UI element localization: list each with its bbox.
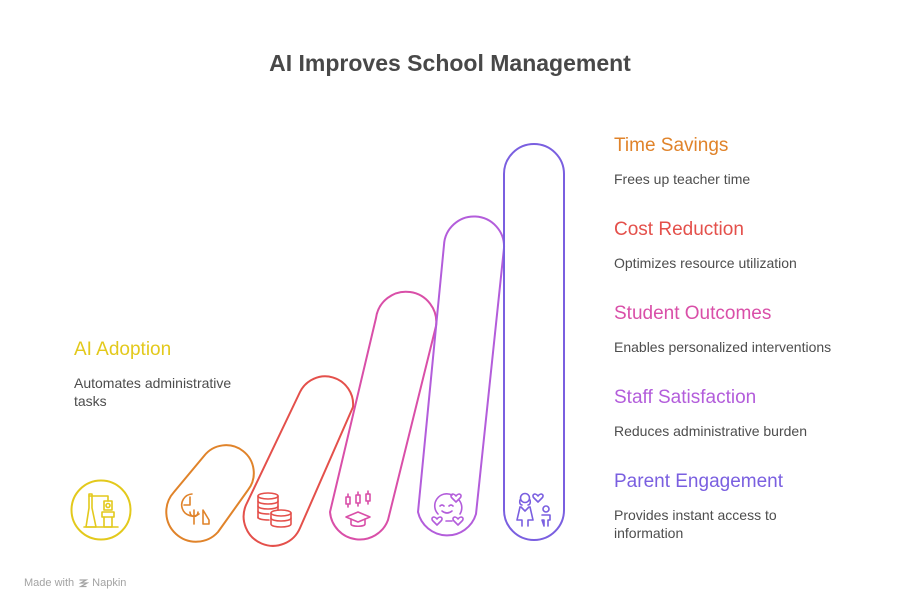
stage-title: AI Adoption <box>74 339 172 360</box>
stage-label-time-savings: Time Savings Frees up teacher time <box>614 134 874 188</box>
coin-stack-icon <box>257 492 292 528</box>
stage-label-parent-engagement: Parent Engagement Provides instant acces… <box>614 470 814 542</box>
stage-label-student-outcomes: Student Outcomes Enables personalized in… <box>614 302 874 356</box>
stage-label-staff-satisfaction: Staff Satisfaction Reduces administrativ… <box>614 386 874 440</box>
stage-label-cost-reduction: Cost Reduction Optimizes resource utiliz… <box>614 218 874 272</box>
stage-title: Student Outcomes <box>614 303 772 324</box>
stage-shape-ai-adoption <box>70 479 132 541</box>
stage-description: Provides instant access to information <box>614 507 777 541</box>
smiley-hearts-icon <box>431 492 464 526</box>
stage-shape-parent-engagement <box>503 143 565 541</box>
stage-shape-time-savings <box>165 444 255 543</box>
parent-child-icon <box>516 492 551 527</box>
stage-title: Time Savings <box>614 135 729 156</box>
stage-label-ai-adoption: AI Adoption Automates administrative tas… <box>74 338 264 410</box>
stage-shape-staff-satisfaction <box>417 215 506 537</box>
footer-brand-name: Napkin <box>92 577 127 589</box>
stage-description: Reduces administrative burden <box>614 423 807 439</box>
graduation-chart-icon <box>345 490 371 528</box>
napkin-logo-icon <box>78 578 90 587</box>
stage-shape-student-outcomes <box>329 290 438 541</box>
stage-title: Staff Satisfaction <box>614 387 757 408</box>
clock-fork-icon <box>180 493 210 525</box>
stage-shape-cost-reduction <box>242 375 355 547</box>
footer-brand: Napkin <box>78 577 126 589</box>
stage-description: Enables personalized interventions <box>614 339 832 355</box>
robot-arm-icon <box>83 493 119 528</box>
stage-description: Frees up teacher time <box>614 171 751 187</box>
stage-title: Cost Reduction <box>614 219 744 240</box>
footer-made-with: Made with <box>24 577 75 589</box>
footer-attribution: Made with Napkin <box>24 577 126 589</box>
stage-title: Parent Engagement <box>614 471 784 492</box>
stage-description: Optimizes resource utilization <box>614 255 797 271</box>
diagram-title: AI Improves School Management <box>269 50 631 76</box>
stage-description: Automates administrative tasks <box>74 375 232 409</box>
